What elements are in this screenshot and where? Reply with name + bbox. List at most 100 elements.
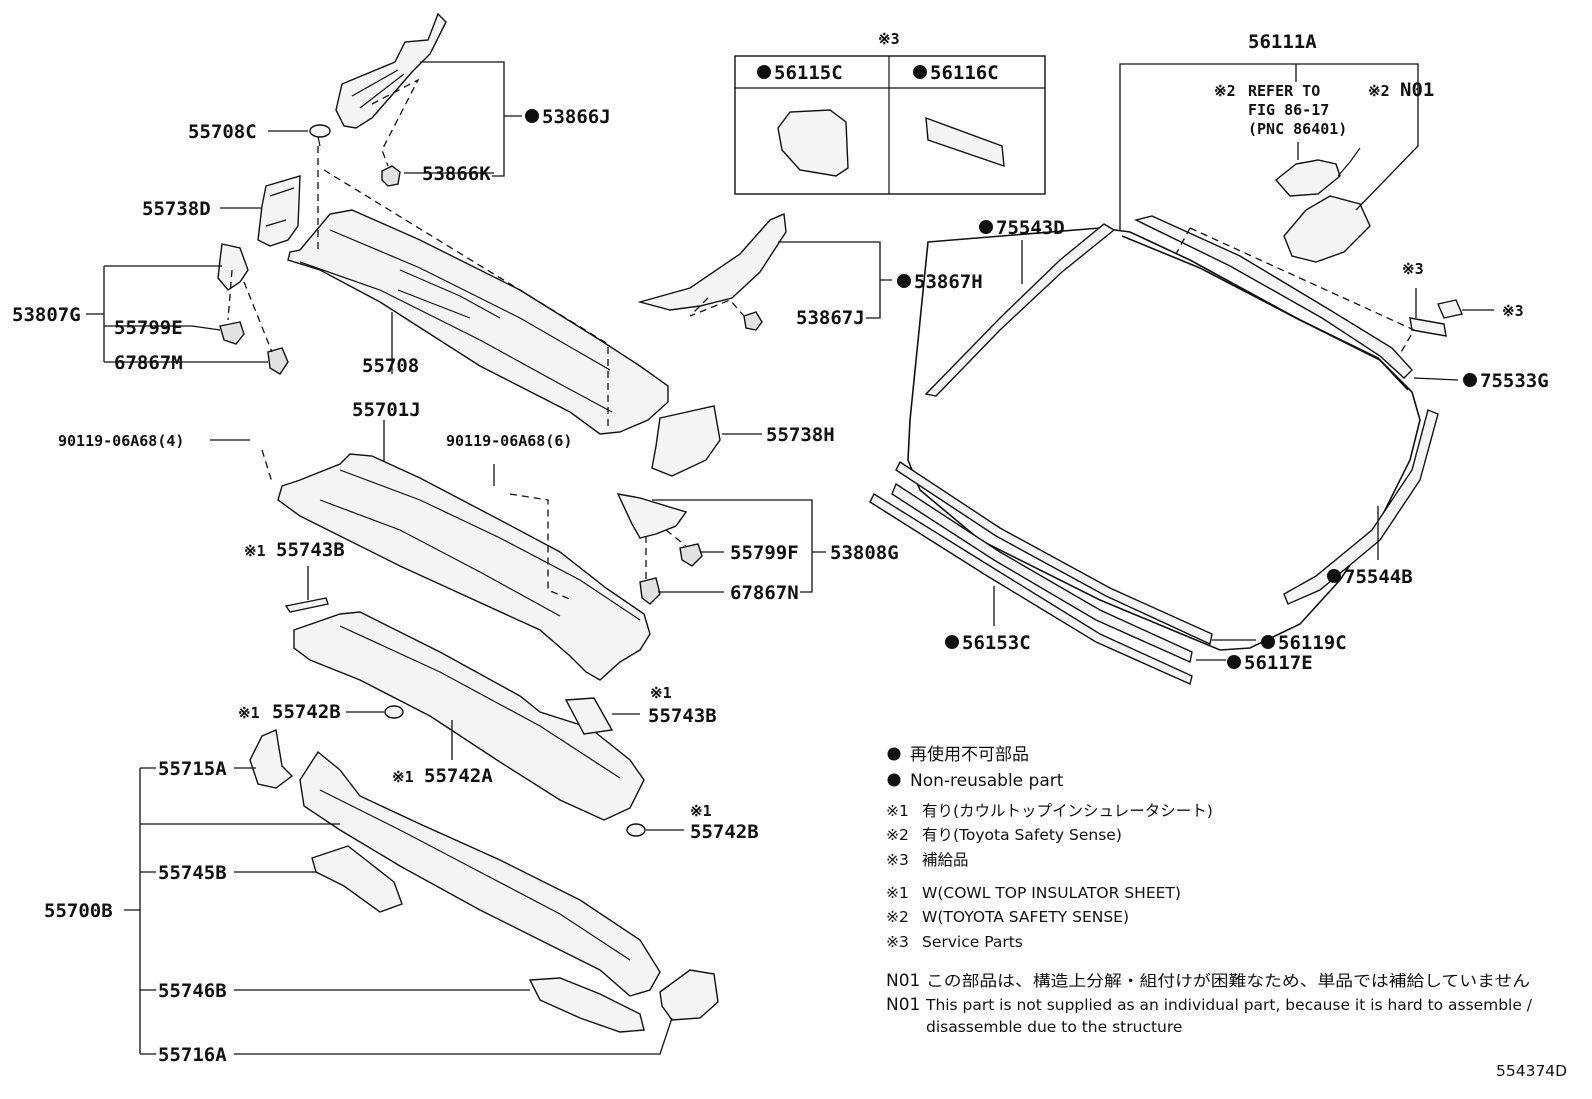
non-reusable-dot bbox=[913, 65, 927, 79]
legend-mark-1: ※1 bbox=[886, 802, 909, 820]
part-clip-55799E bbox=[219, 321, 245, 345]
note-mark-3: ※3 bbox=[878, 30, 900, 48]
label-55715A: 55715A bbox=[158, 758, 227, 780]
part-labels: 53866J 55708C 53866K 55738D 53807G 55799… bbox=[12, 30, 1549, 1066]
label-75533G: 75533G bbox=[1480, 370, 1549, 392]
legend-n1-en: W(COWL TOP INSULATOR SHEET) bbox=[922, 884, 1181, 902]
legend-n3-jp: 補給品 bbox=[922, 851, 969, 869]
part-clip-67867M bbox=[267, 347, 289, 375]
label-55738H: 55738H bbox=[766, 424, 835, 446]
part-seal-55738H bbox=[651, 405, 721, 477]
part-bracket-53807G bbox=[217, 243, 249, 291]
legend-mark-3: ※3 bbox=[886, 851, 909, 869]
label-55743B-1: 55743B bbox=[276, 539, 345, 561]
label-53807G: 53807G bbox=[12, 304, 81, 326]
legend-dot bbox=[887, 773, 901, 787]
label-55716A: 55716A bbox=[158, 1044, 227, 1066]
part-brace-55745B bbox=[311, 845, 403, 913]
label-75543D: 75543D bbox=[996, 217, 1065, 239]
non-reusable-dot bbox=[945, 635, 959, 649]
non-reusable-dot bbox=[1261, 635, 1275, 649]
label-53867J: 53867J bbox=[796, 307, 865, 329]
part-clip-67867N bbox=[639, 577, 661, 605]
legend-n2-jp: 有り(Toyota Safety Sense) bbox=[922, 826, 1122, 844]
note-mark-1: ※1 bbox=[650, 684, 672, 702]
label-90119-4: 90119-06A68(4) bbox=[58, 432, 184, 450]
non-reusable-dot bbox=[1463, 373, 1477, 387]
part-clip-56116C bbox=[925, 116, 1005, 168]
part-outer-panel-55701J bbox=[277, 453, 651, 681]
part-bracket-N01 bbox=[1283, 195, 1371, 263]
label-67867M: 67867M bbox=[114, 352, 183, 374]
label-53866K: 53866K bbox=[422, 163, 491, 185]
label-53867H: 53867H bbox=[914, 271, 983, 293]
part-cowl-panel-55700B bbox=[299, 750, 661, 997]
non-reusable-dot bbox=[1227, 655, 1241, 669]
part-plug-55742B-1 bbox=[384, 705, 404, 719]
legend-n01-en-2: disassemble due to the structure bbox=[926, 1018, 1182, 1036]
note-mark-1: ※1 bbox=[690, 802, 712, 820]
legend-n01-jp: この部品は、構造上分解・組付けが困難なため、単品では補給していません bbox=[926, 972, 1530, 990]
legend-bullet-jp: 再使用不可部品 bbox=[910, 744, 1029, 765]
label-53866J: 53866J bbox=[542, 106, 611, 128]
refer-line-1: REFER TO bbox=[1248, 82, 1320, 100]
non-reusable-dot bbox=[979, 220, 993, 234]
label-55745B: 55745B bbox=[158, 862, 227, 884]
note-mark-1: ※1 bbox=[238, 704, 260, 722]
label-55743B-2: 55743B bbox=[648, 705, 717, 727]
part-insulator-55742A bbox=[293, 611, 645, 821]
legend-mark-1: ※1 bbox=[886, 884, 909, 902]
non-reusable-dot bbox=[897, 274, 911, 288]
figure-id: 554374D bbox=[1496, 1062, 1567, 1080]
legend: 再使用不可部品 Non-reusable part ※1 有り(カウルトップイン… bbox=[886, 744, 1533, 1036]
part-sheet-55743B-2 bbox=[564, 697, 614, 735]
legend-n01-en-1: This part is not supplied as an individu… bbox=[925, 996, 1533, 1014]
label-56153C: 56153C bbox=[962, 632, 1031, 654]
label-55700B: 55700B bbox=[44, 900, 113, 922]
leader-lines bbox=[86, 61, 1494, 1055]
note-mark-2: ※2 bbox=[1368, 82, 1390, 100]
part-weatherstrip-56153C bbox=[869, 493, 1193, 685]
label-55708: 55708 bbox=[362, 355, 419, 377]
label-56116C: 56116C bbox=[930, 62, 999, 84]
part-brace-55746B bbox=[528, 977, 645, 1033]
part-molding-75543D bbox=[924, 223, 1116, 397]
part-clip-53866K bbox=[381, 165, 401, 187]
note-mark-2: ※2 bbox=[1214, 82, 1236, 100]
non-reusable-dot bbox=[525, 109, 539, 123]
note-mark-3: ※3 bbox=[1402, 260, 1424, 278]
refer-line-2: FIG 86-17 bbox=[1248, 101, 1329, 119]
label-55799F: 55799F bbox=[730, 542, 799, 564]
label-55799E: 55799E bbox=[114, 317, 183, 339]
legend-n01-tag: N01 bbox=[886, 995, 920, 1015]
label-53808G: 53808G bbox=[830, 542, 899, 564]
part-clip-55708C bbox=[309, 124, 331, 138]
legend-bullet-en: Non-reusable part bbox=[910, 771, 1064, 791]
refer-line-3: (PNC 86401) bbox=[1248, 120, 1347, 138]
part-cowl-panel-55715A bbox=[249, 729, 294, 789]
label-56115C: 56115C bbox=[774, 62, 843, 84]
label-55742A: 55742A bbox=[424, 765, 493, 787]
legend-n1-jp: 有り(カウルトップインシュレータシート) bbox=[922, 802, 1213, 820]
label-55701J: 55701J bbox=[352, 399, 421, 421]
legend-n2-en: W(TOYOTA SAFETY SENSE) bbox=[922, 908, 1129, 926]
part-sheet-55743B-1 bbox=[284, 597, 329, 613]
label-56119C: 56119C bbox=[1278, 632, 1347, 654]
label-55738D: 55738D bbox=[142, 198, 211, 220]
label-90119-6: 90119-06A68(6) bbox=[446, 432, 572, 450]
legend-n01-tag: N01 bbox=[886, 971, 920, 991]
label-75544B: 75544B bbox=[1344, 566, 1413, 588]
part-seal-55738D bbox=[257, 175, 301, 247]
label-55742B-2: 55742B bbox=[690, 821, 759, 843]
part-bracket-55716A bbox=[659, 969, 719, 1021]
legend-mark-2: ※2 bbox=[886, 826, 909, 844]
part-dam-56119C bbox=[895, 460, 1213, 646]
part-drawings bbox=[217, 12, 1463, 1033]
note-mark-1: ※1 bbox=[244, 542, 266, 560]
part-clip-55799F bbox=[679, 543, 703, 567]
label-56111A: 56111A bbox=[1248, 31, 1317, 53]
part-clip-53867J bbox=[743, 311, 763, 331]
legend-mark-2: ※2 bbox=[886, 908, 909, 926]
part-cowl-side-trim-left bbox=[335, 12, 447, 129]
